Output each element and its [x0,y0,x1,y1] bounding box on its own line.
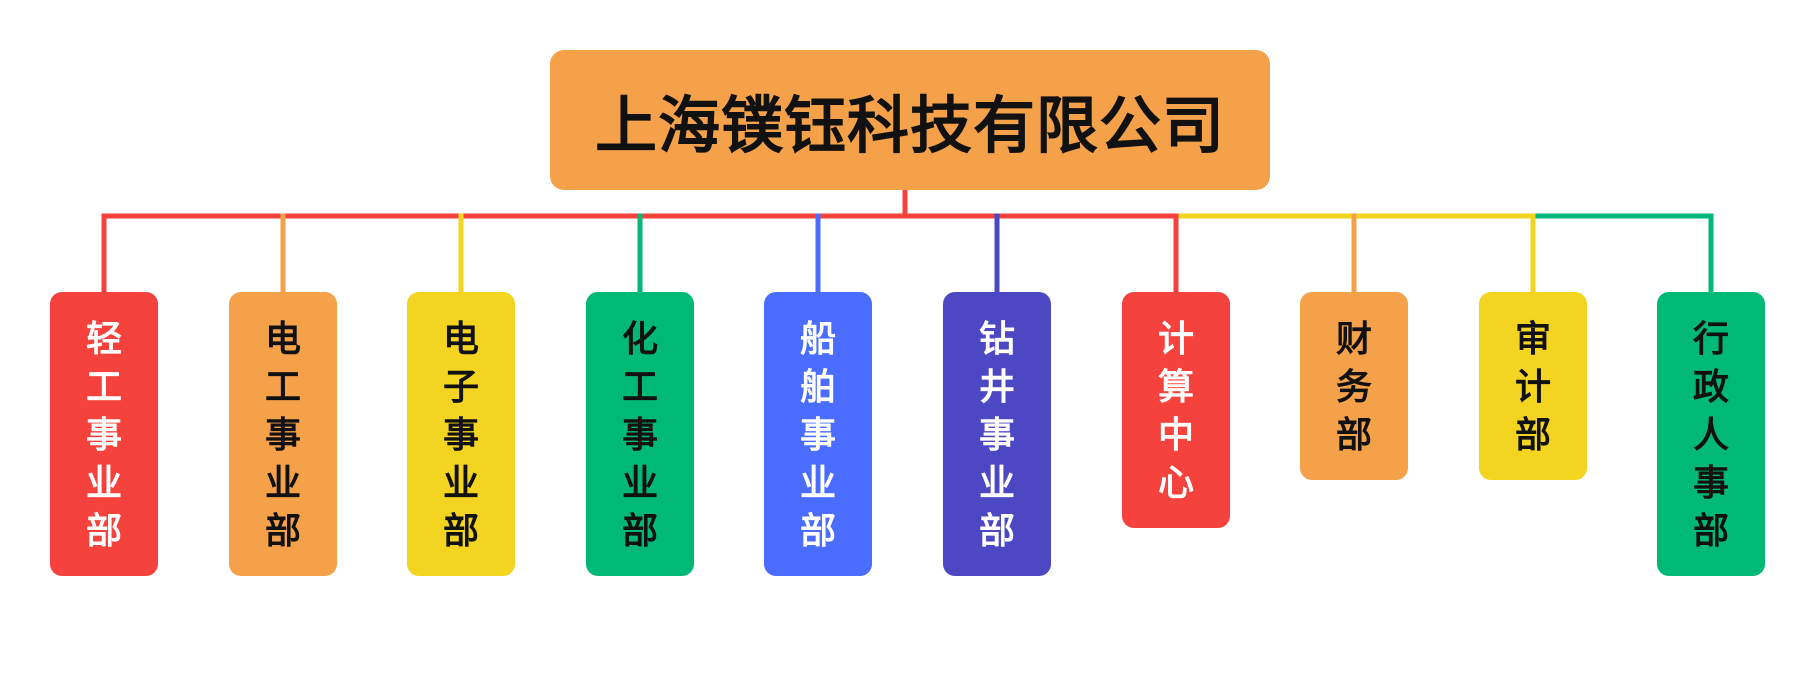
department-node: 电子事业部 [407,292,515,576]
department-label-char: 部 [264,511,301,552]
department-label-char: 部 [442,511,479,552]
department-label-char: 部 [1692,511,1729,552]
company-node: 上海镤钰科技有限公司 [550,50,1270,190]
department-label-char: 子 [442,367,479,408]
department-label-char: 舶 [799,367,836,408]
department-node: 船舶事业部 [764,292,872,576]
department-label-char: 部 [1335,415,1372,456]
department-label-char: 事 [799,415,836,456]
department-node: 轻工事业部 [50,292,158,576]
department-label-char: 审 [1514,319,1551,360]
department-label-char: 心 [1157,463,1194,504]
department-label-char: 化 [621,319,658,360]
department-label-char: 事 [978,415,1015,456]
department-label-char: 事 [264,415,301,456]
department-label-char: 中 [1157,415,1194,456]
department-label-char: 钻 [978,319,1015,360]
department-label-char: 部 [85,511,122,552]
department-label-char: 轻 [85,319,122,360]
department-label-char: 业 [621,463,658,504]
department-label-char: 部 [621,511,658,552]
department-label-char: 事 [442,415,479,456]
department-label-char: 业 [85,463,122,504]
department-label-char: 工 [621,367,658,408]
department-label-char: 井 [978,367,1015,408]
department-label-char: 电 [264,319,301,360]
department-label-char: 业 [978,463,1015,504]
department-node: 电工事业部 [229,292,337,576]
department-label-char: 工 [264,367,301,408]
department-label-char: 事 [1692,463,1729,504]
department-label-char: 船 [799,319,836,360]
department-label-char: 业 [442,463,479,504]
department-label-char: 算 [1157,367,1194,408]
department-node: 财务部 [1300,292,1408,480]
department-node: 钻井事业部 [943,292,1051,576]
department-label-char: 业 [799,463,836,504]
department-label-char: 财 [1335,319,1372,360]
department-label-char: 务 [1335,367,1372,408]
department-node: 审计部 [1479,292,1587,480]
department-node: 行政人事部 [1657,292,1765,576]
department-label-char: 电 [442,319,479,360]
department-node: 化工事业部 [586,292,694,576]
department-label-char: 业 [264,463,301,504]
department-label-char: 部 [1514,415,1551,456]
department-label-char: 部 [978,511,1015,552]
department-label-char: 事 [85,415,122,456]
department-node: 计算中心 [1122,292,1230,528]
department-label-char: 工 [85,367,122,408]
department-label-char: 行 [1692,319,1729,360]
department-label-char: 事 [621,415,658,456]
company-name: 上海镤钰科技有限公司 [594,89,1225,162]
department-label-char: 部 [799,511,836,552]
department-label-char: 人 [1692,415,1729,456]
department-label-char: 计 [1157,319,1194,360]
department-label-char: 政 [1692,367,1729,408]
department-label-char: 计 [1514,367,1551,408]
